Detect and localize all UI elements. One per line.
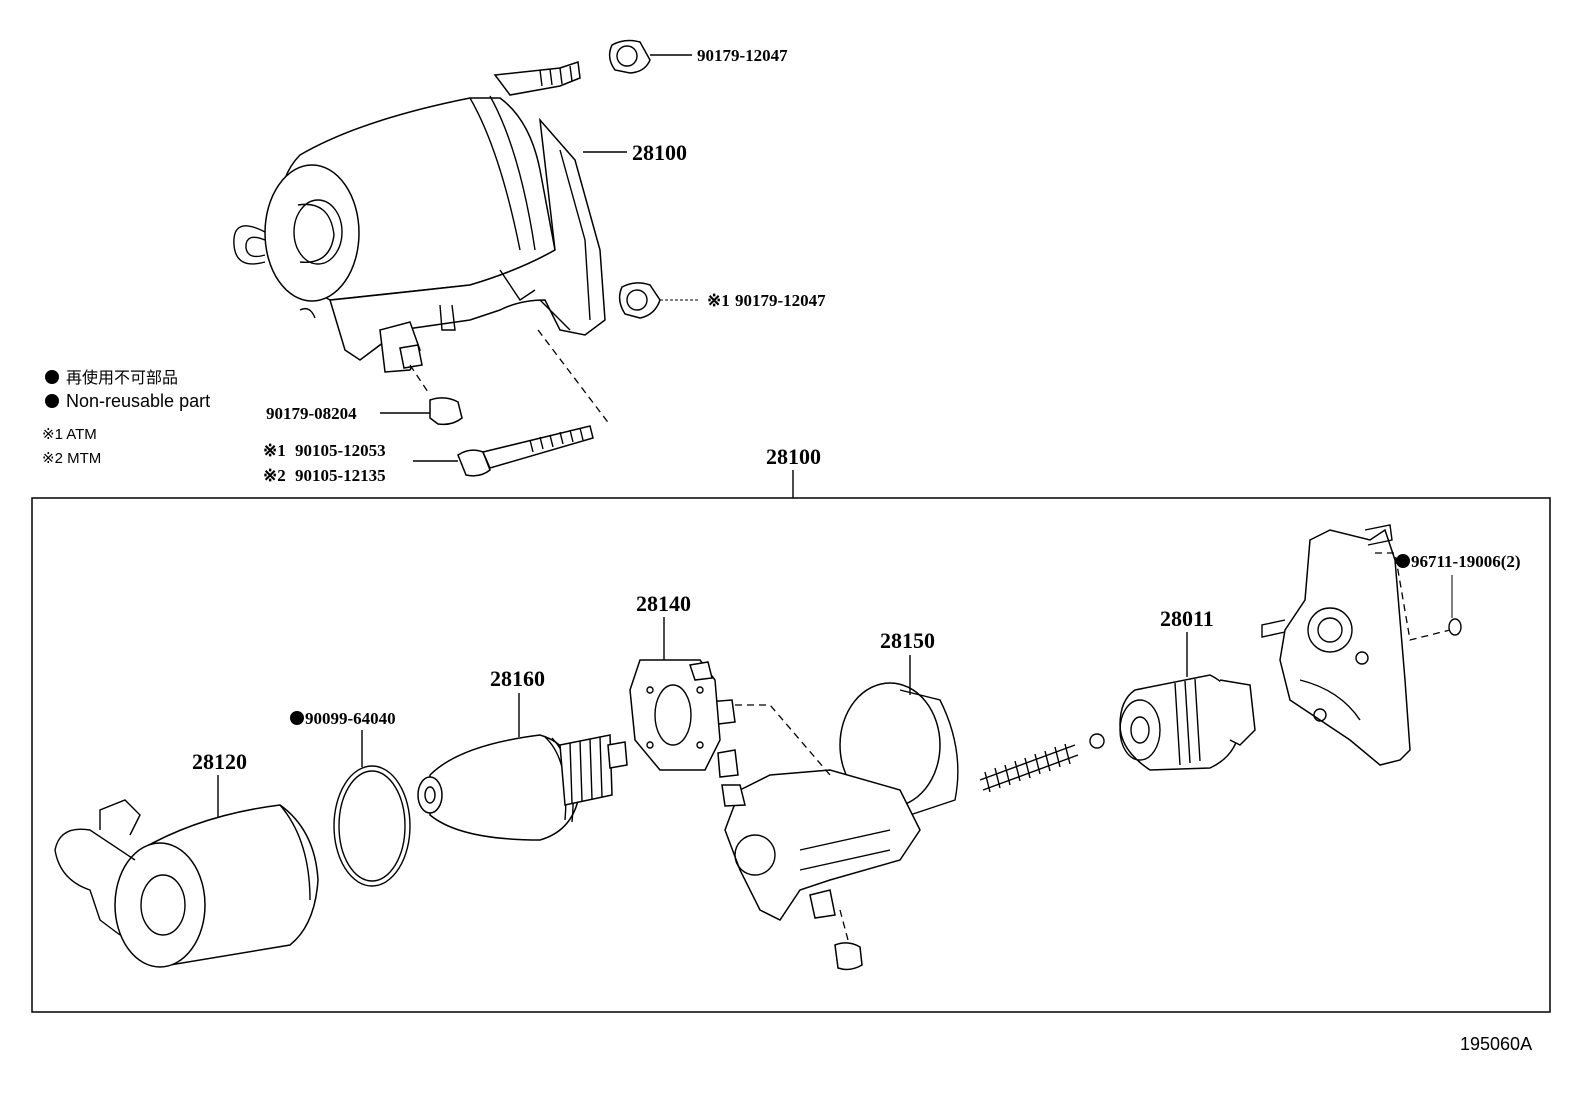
legend-note-atm: ※1 ATM <box>42 426 97 443</box>
part-number-90179-08204: 90179-08204 <box>266 404 357 423</box>
part-number-28100-top: 28100 <box>632 140 687 165</box>
legend-non-reusable-en: Non-reusable part <box>66 391 210 411</box>
bullet-icon <box>45 394 59 408</box>
part-number-90099-64040: 90099-64040 <box>305 709 396 728</box>
part-number-28150: 28150 <box>880 628 935 653</box>
terminal-nut <box>834 942 863 971</box>
bolt-mtm-mark: ※2 <box>263 466 286 485</box>
legend: 再使用不可部品 Non-reusable part ※1 ATM ※2 MTM <box>42 369 210 467</box>
yoke-illustration <box>54 799 319 968</box>
drive-housing-illustration <box>1261 524 1411 766</box>
legend-non-reusable-jp: 再使用不可部品 <box>66 369 178 387</box>
nut-90179-08204 <box>429 397 463 426</box>
part-number-90179-12047-top: 90179-12047 <box>697 46 788 65</box>
part-number-28100-box: 28100 <box>766 444 821 469</box>
part-number-28160: 28160 <box>490 666 545 691</box>
part-number-90105-12135: 90105-12135 <box>295 466 386 485</box>
part-number-96711-19006: 96711-19006(2) <box>1411 552 1521 571</box>
atm-mark: ※1 <box>707 291 730 310</box>
assembly-box <box>31 497 1551 1013</box>
o-ring-small <box>1448 618 1462 636</box>
spring-illustration <box>979 744 1079 791</box>
part-number-90179-12047-atm: 90179-12047 <box>735 291 826 310</box>
part-number-28011: 28011 <box>1160 606 1214 631</box>
solenoid-illustration <box>724 682 959 921</box>
bolt-atm-mark: ※1 <box>263 441 286 460</box>
nut-90179-12047-atm <box>618 282 661 319</box>
figure-id: 195060A <box>1460 1034 1532 1054</box>
part-number-28140: 28140 <box>636 591 691 616</box>
bullet-icon <box>45 370 59 384</box>
non-reusable-mark-icon <box>290 711 304 725</box>
nut-90179-12047-top <box>608 39 651 74</box>
non-reusable-mark-icon <box>1396 554 1410 568</box>
starter-assembly-illustration <box>233 60 606 373</box>
bolt-90105 <box>457 425 594 477</box>
part-number-28120: 28120 <box>192 749 247 774</box>
part-number-90105-12053: 90105-12053 <box>295 441 386 460</box>
brush-holder-illustration <box>629 659 721 771</box>
o-ring <box>333 765 411 887</box>
legend-note-mtm: ※2 MTM <box>42 450 101 467</box>
armature-illustration <box>417 734 628 841</box>
steel-ball <box>1089 733 1105 749</box>
starter-clutch-illustration <box>1119 674 1256 771</box>
